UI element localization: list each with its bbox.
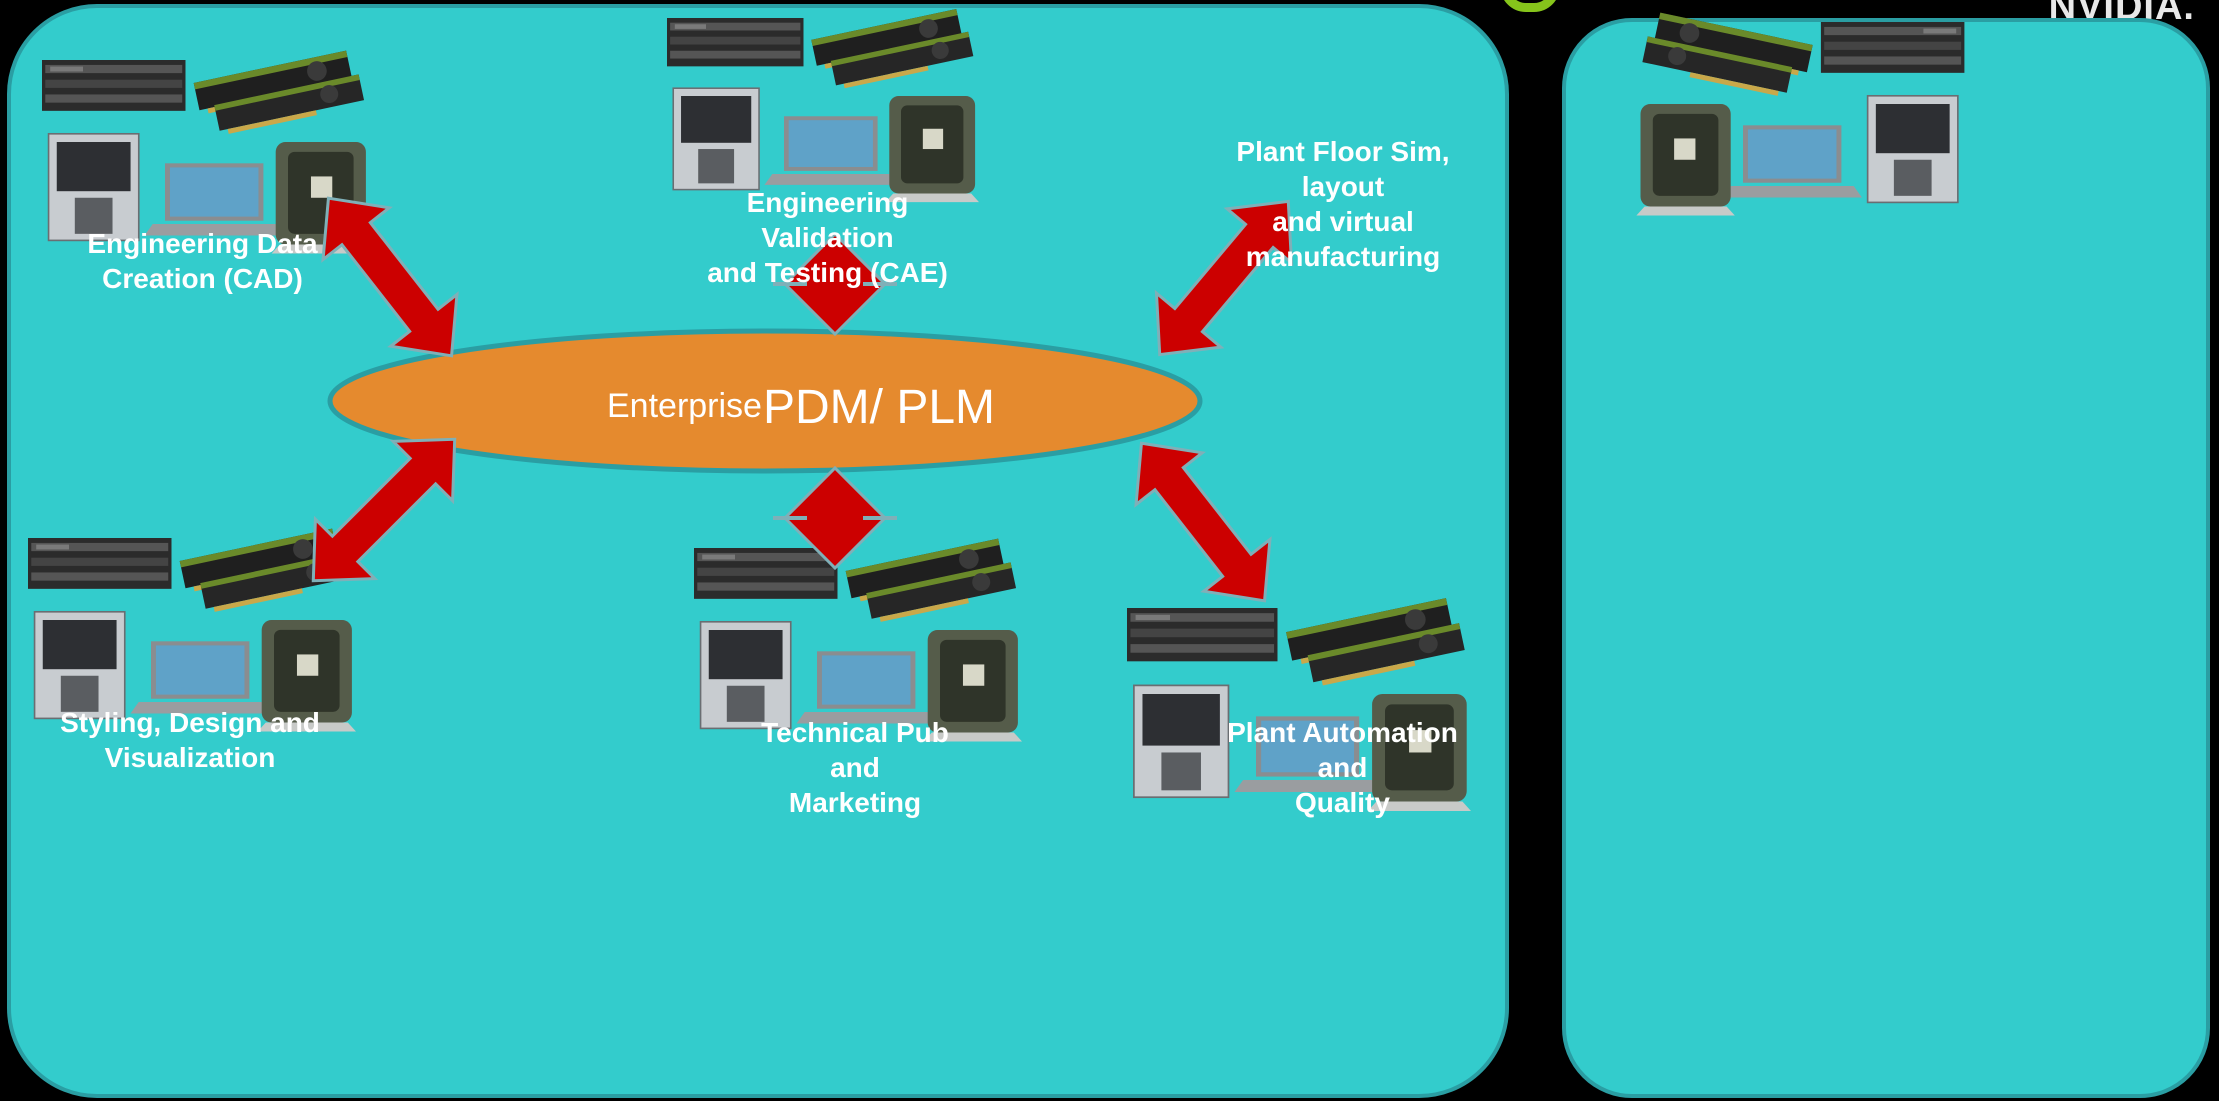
automation-label: Plant Automation and Quality [1227, 717, 1458, 818]
techpub-label: Technical Pub and Marketing [761, 717, 949, 818]
cad-equipment-cluster [41, 49, 371, 255]
styling-equipment-cluster [27, 527, 357, 733]
styling-hub-arrow [282, 408, 486, 612]
styling-label: Styling, Design and Visualization [60, 707, 320, 773]
hub-title-label: PDM/ PLM [763, 381, 996, 434]
cae-equipment-cluster [666, 8, 980, 203]
automation-hub-arrow [1106, 415, 1300, 629]
hub-ellipse [327, 328, 1203, 474]
plantsim-label: Plant Floor Sim, layout and virtual manu… [1236, 136, 1450, 272]
cae-label: Engineering Validation and Testing (CAE) [707, 187, 948, 288]
cad-label: Engineering Data Creation (CAD) [87, 228, 318, 294]
hub-prefix-label: Enterprise [607, 387, 762, 425]
techpub-equipment-cluster [693, 537, 1023, 743]
plantsim-equipment-cluster [1635, 11, 1966, 217]
